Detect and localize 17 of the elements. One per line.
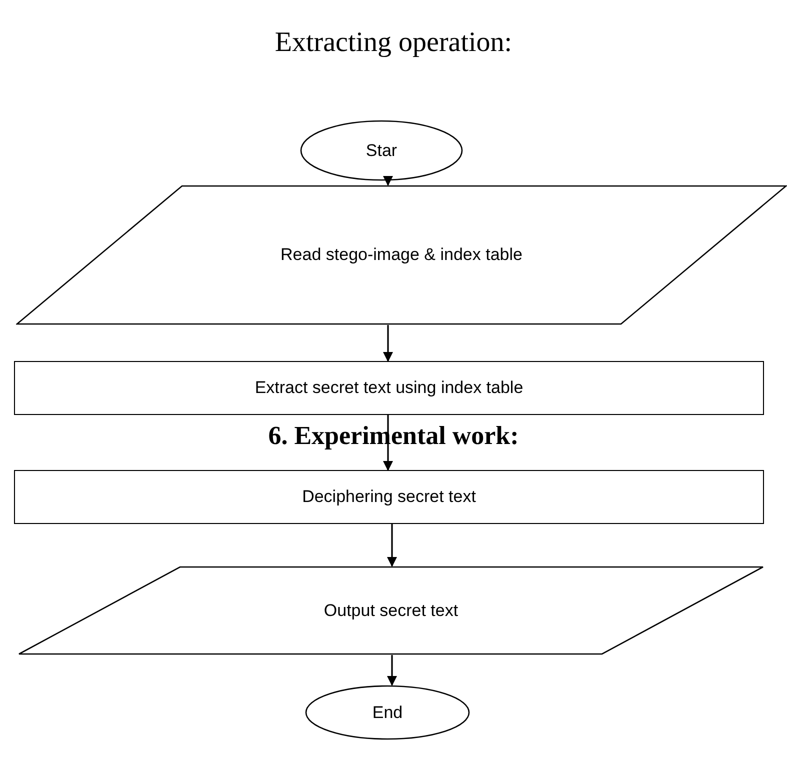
arrow [383,325,393,362]
arrow [387,524,397,567]
process-box [14,470,764,524]
node-label: Output secret text [324,600,458,622]
node-label: Deciphering secret text [302,486,476,508]
start-terminal [300,120,463,181]
input-parallelogram [16,185,787,325]
arrow [383,176,393,186]
node-label: Read stego-image & index table [280,244,522,266]
node-label: Star [366,140,398,162]
process-box [14,361,764,415]
end-terminal [305,685,470,740]
node-label: Extract secret text using index table [254,377,524,400]
output-parallelogram [18,566,764,655]
node-label: End [372,702,403,724]
arrow [387,655,397,686]
diagram-title: Extracting operation: [274,26,514,60]
